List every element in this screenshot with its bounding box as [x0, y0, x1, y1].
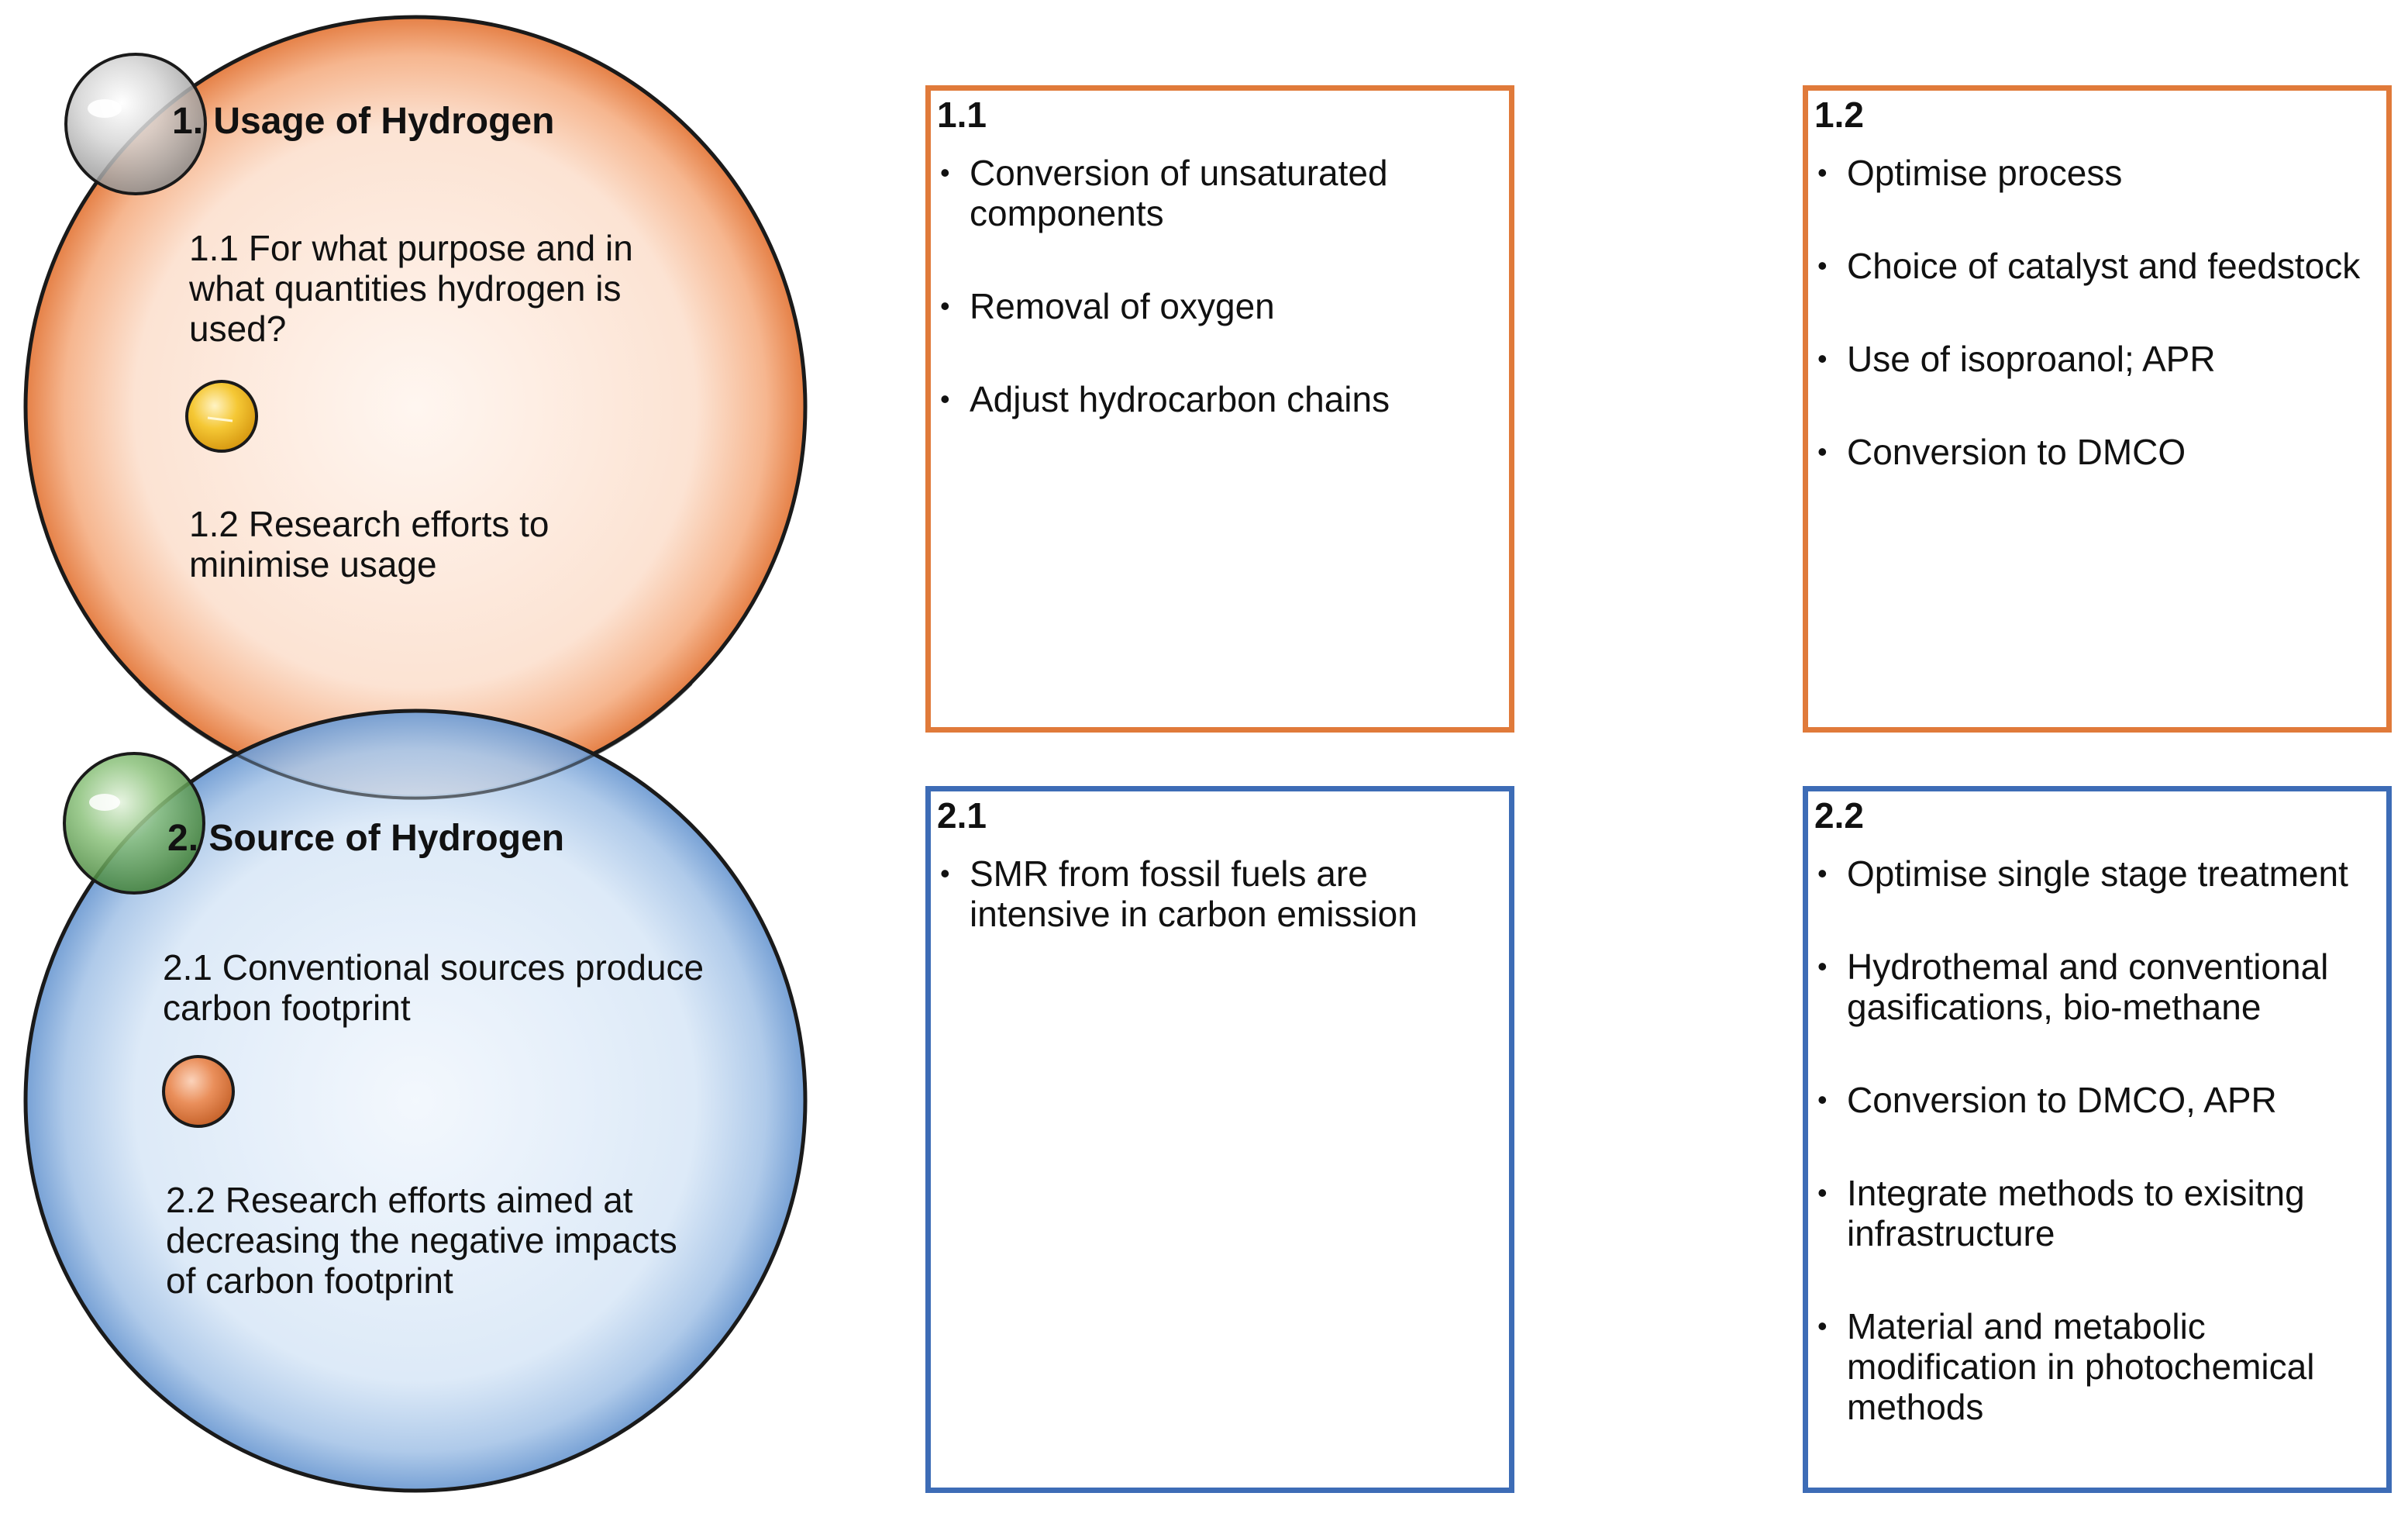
box-2-1-list: SMR from fossil fuels are intensive in c… — [937, 853, 1501, 987]
circle-overlap-edge — [138, 682, 693, 800]
source-item-2: 2.2 Research efforts aimed at decreasing… — [166, 1180, 677, 1301]
usage-item-2: 1.2 Research efforts to minimise usage — [189, 504, 549, 584]
box-1-1: 1.1 Conversion of unsaturated components… — [925, 85, 1514, 733]
box-1-1-item: Removal of oxygen — [937, 286, 1501, 326]
box-1-2-item: Use of isoproanol; APR — [1814, 339, 2379, 379]
box-1-2-item: Conversion to DMCO — [1814, 432, 2379, 472]
box-1-2: 1.2 Optimise process Choice of catalyst … — [1803, 85, 2392, 733]
box-2-2: 2.2 Optimise single stage treatment Hydr… — [1803, 786, 2392, 1493]
box-1-2-label: 1.2 — [1814, 95, 1864, 135]
box-1-1-list: Conversion of unsaturated components Rem… — [937, 153, 1501, 472]
yellow-bubble-icon — [185, 380, 258, 453]
usage-circle-title: 1. Usage of Hydrogen — [172, 101, 555, 142]
grey-bubble-icon — [64, 53, 207, 195]
box-2-2-item: Optimise single stage treatment — [1814, 853, 2379, 894]
source-circle — [23, 709, 808, 1493]
box-1-2-list: Optimise process Choice of catalyst and … — [1814, 153, 2379, 525]
box-2-1-item: SMR from fossil fuels are intensive in c… — [937, 853, 1501, 934]
box-2-2-item: Integrate methods to exisitng infrastruc… — [1814, 1173, 2379, 1253]
box-1-1-item: Conversion of unsaturated components — [937, 153, 1501, 233]
source-circle-title: 2. Source of Hydrogen — [167, 818, 565, 859]
source-item-1: 2.1 Conventional sources produce carbon … — [163, 947, 704, 1028]
box-1-1-item: Adjust hydrocarbon chains — [937, 379, 1501, 419]
box-1-2-item: Choice of catalyst and feedstock — [1814, 246, 2379, 286]
green-bubble-icon — [63, 752, 205, 895]
box-1-1-label: 1.1 — [937, 95, 987, 135]
box-2-2-label: 2.2 — [1814, 795, 1864, 836]
box-2-1-label: 2.1 — [937, 795, 987, 836]
box-2-1: 2.1 SMR from fossil fuels are intensive … — [925, 786, 1514, 1493]
box-2-2-item: Material and metabolic modification in p… — [1814, 1306, 2379, 1427]
usage-item-1: 1.1 For what purpose and in what quantit… — [189, 228, 633, 349]
box-2-2-list: Optimise single stage treatment Hydrothe… — [1814, 853, 2379, 1480]
box-2-2-item: Hydrothemal and conventional gasificatio… — [1814, 946, 2379, 1027]
orange-bubble-icon — [162, 1055, 235, 1128]
box-1-2-item: Optimise process — [1814, 153, 2379, 193]
box-2-2-item: Conversion to DMCO, APR — [1814, 1080, 2379, 1120]
